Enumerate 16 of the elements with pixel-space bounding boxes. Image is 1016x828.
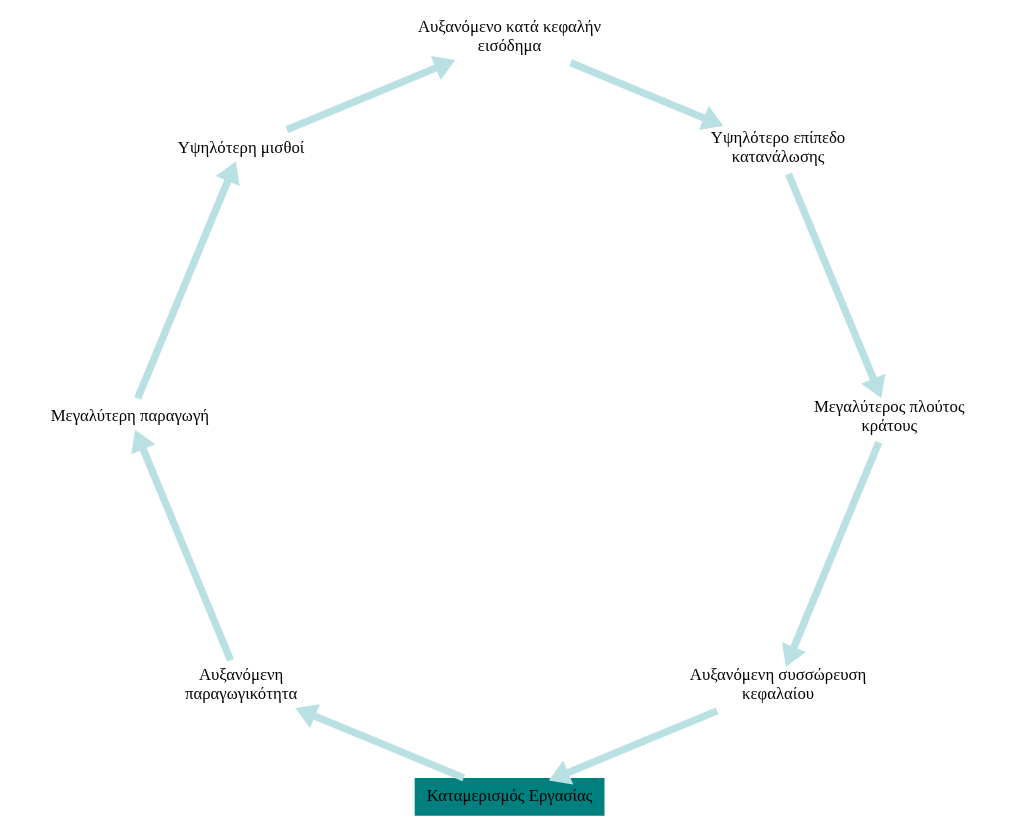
- arrow: [569, 59, 724, 130]
- arrow: [785, 172, 886, 399]
- node-text: Αυξανόμενο κατά κεφαλήν εισόδημα: [417, 17, 602, 55]
- arrow: [295, 704, 466, 782]
- arrow: [548, 707, 719, 785]
- node-text: Αυξανόμενη παραγωγικότητα: [184, 665, 298, 704]
- arrow: [134, 161, 240, 400]
- arrow: [782, 441, 883, 667]
- arrow: [285, 56, 456, 134]
- node-text: Μεγαλύτερος πλούτος κράτους: [813, 396, 965, 435]
- node-text: Υψηλότερη μισθοί: [177, 137, 305, 157]
- node-box: Καταμερισμός Εργασίας: [414, 777, 605, 816]
- arrow: [131, 429, 235, 662]
- node-text: Μεγαλύτερη παραγωγή: [50, 406, 210, 426]
- node-text: Αυξανόμενη συσσώρευση κεφαλαίου: [689, 665, 867, 704]
- node-text: Υψηλότερο επίπεδο κατανάλωσης: [710, 128, 846, 167]
